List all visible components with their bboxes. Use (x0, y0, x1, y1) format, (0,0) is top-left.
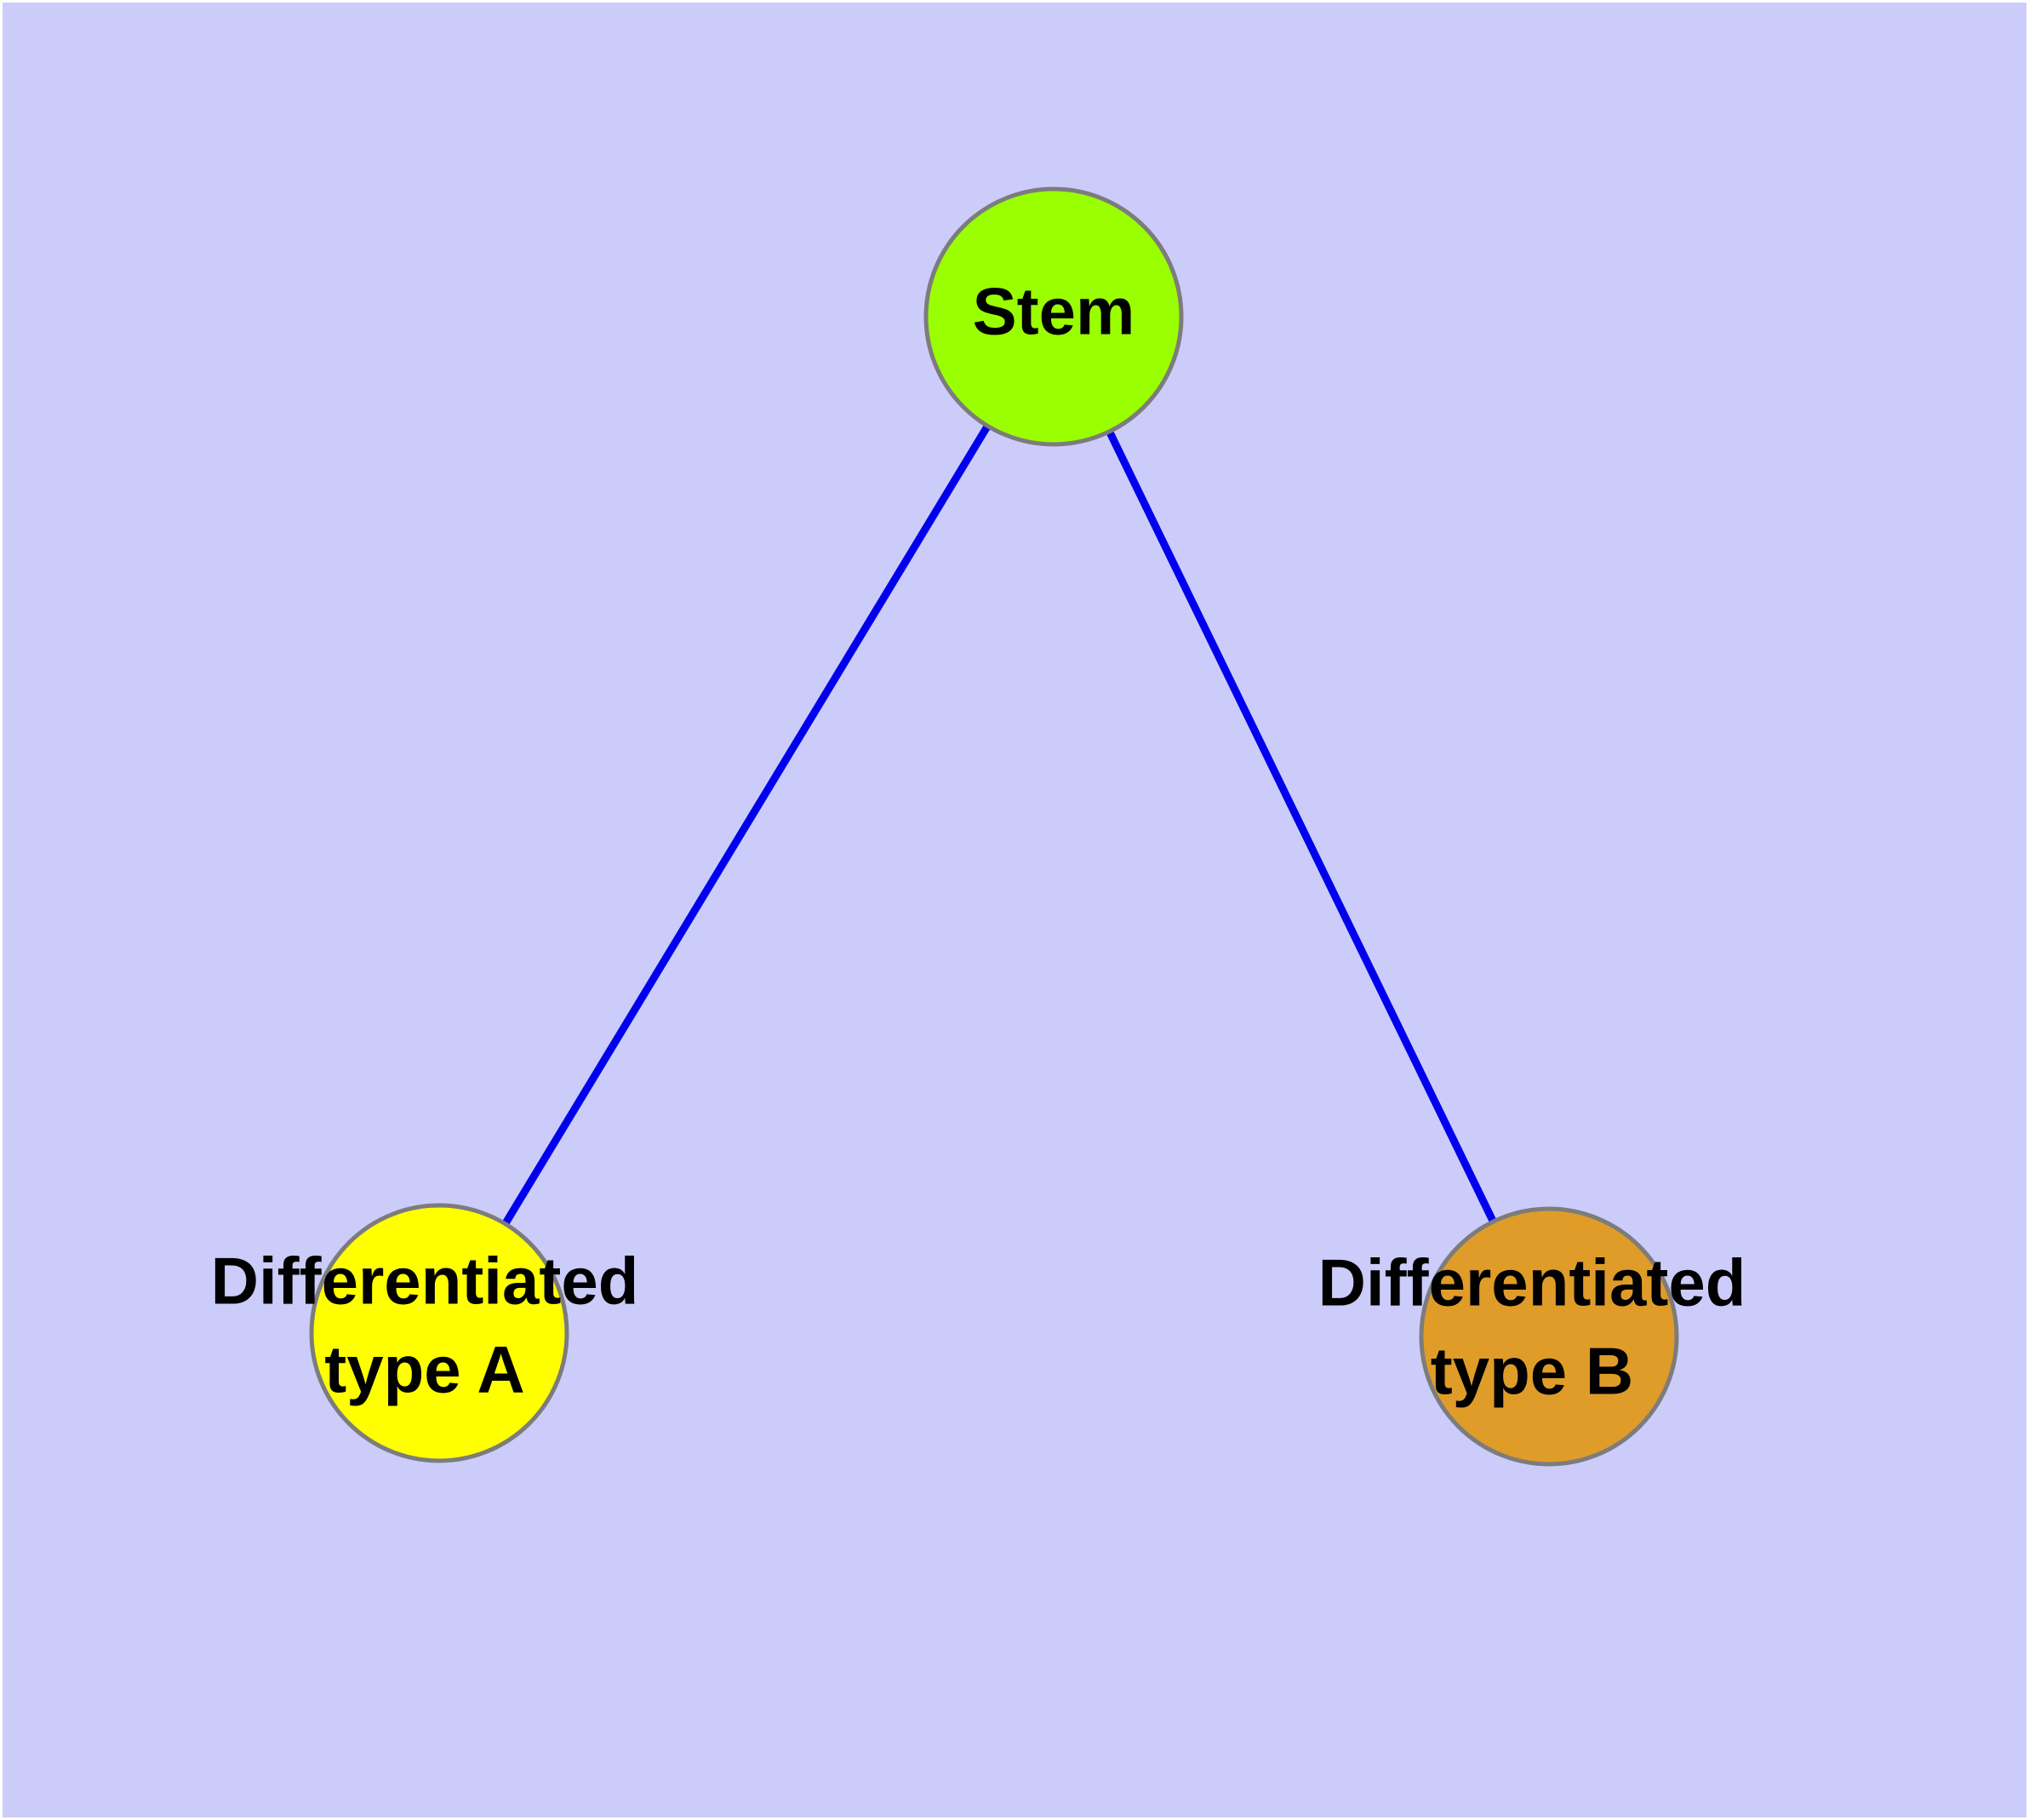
node-label-line: Differentiated (211, 1244, 639, 1319)
graph-node-diff-b[interactable] (1419, 1206, 1679, 1467)
graph-edge-stem-to-diff-b[interactable] (1104, 426, 1499, 1227)
graph-node-diff-a[interactable] (309, 1203, 569, 1463)
node-circle-diff-b[interactable] (1419, 1206, 1679, 1467)
graph-node-stem[interactable] (923, 186, 1184, 447)
node-label-diff-a: Differentiated type A (211, 1244, 639, 1407)
node-label-line: type A (324, 1331, 525, 1406)
node-circle-diff-a[interactable] (309, 1203, 569, 1463)
node-label-line: type B (1431, 1333, 1633, 1408)
node-label-line: Differentiated (1318, 1245, 1746, 1320)
node-label-line: Stem (973, 274, 1135, 349)
edge-layer (500, 421, 1499, 1229)
node-label-stem: Stem (973, 274, 1135, 349)
graph-edge-stem-to-diff-a[interactable] (500, 421, 993, 1229)
node-label-diff-b: Differentiated type B (1318, 1245, 1746, 1409)
node-circle-stem[interactable] (923, 186, 1184, 447)
